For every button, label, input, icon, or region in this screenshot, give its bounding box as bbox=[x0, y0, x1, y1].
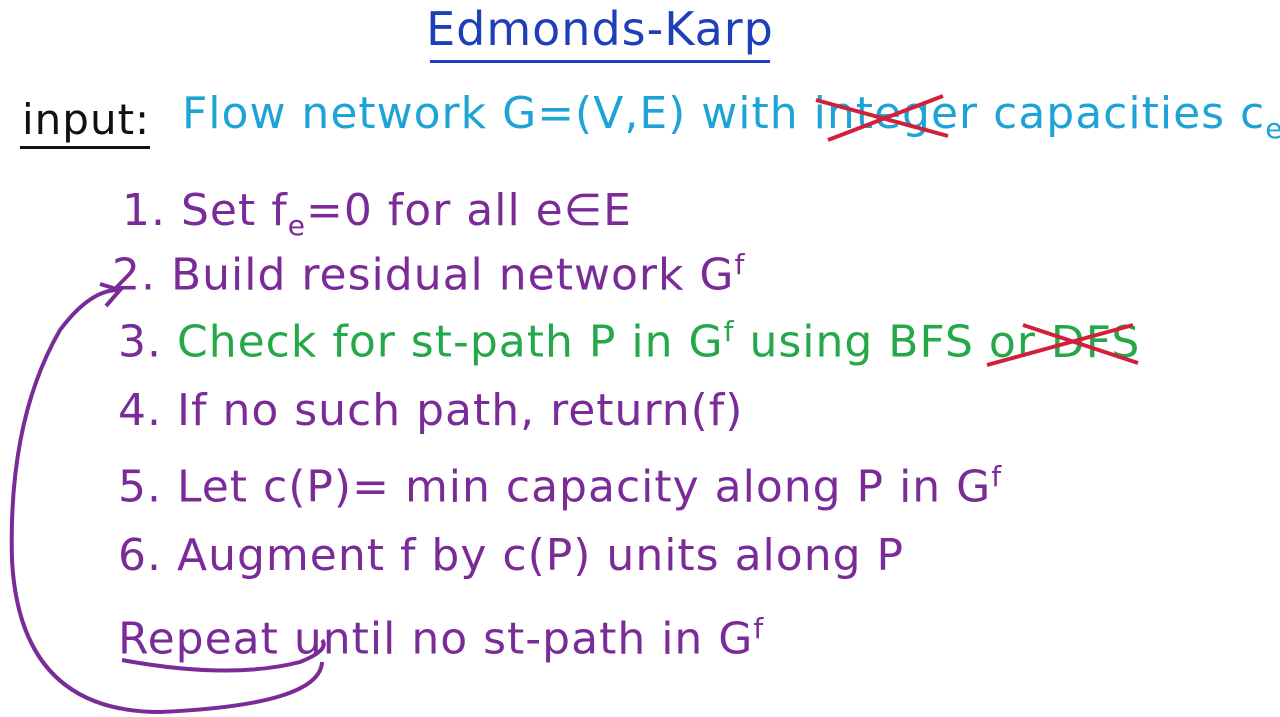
step-number: 5. bbox=[118, 461, 162, 513]
repeat-label: Repeat bbox=[118, 613, 279, 665]
step-number: 1. bbox=[122, 185, 166, 236]
title-underline bbox=[430, 60, 770, 63]
step-text-post: using BFS bbox=[734, 316, 989, 368]
step-text: Check for st-path P in G bbox=[176, 316, 724, 368]
step-number: 4. bbox=[118, 385, 162, 436]
step-text: If no such path, return(f) bbox=[176, 385, 744, 436]
input-description: Flow network G=(V,E) with integer capaci… bbox=[182, 88, 1280, 145]
step-number: 6. bbox=[118, 530, 162, 581]
step-number: 3. bbox=[118, 316, 162, 368]
step-text: Build residual network G bbox=[170, 249, 735, 301]
step-sub: e bbox=[287, 208, 306, 242]
input-subscript: e bbox=[1265, 111, 1280, 145]
step-4: 4. If no such path, return(f) bbox=[118, 385, 743, 436]
step-1: 1. Set fe=0 for all e∈E bbox=[122, 185, 632, 242]
struck-dfs: or DFS bbox=[986, 317, 1140, 368]
input-label: input: bbox=[22, 95, 151, 144]
step-sup: f bbox=[991, 460, 1003, 493]
input-text: Flow network G=(V,E) with bbox=[182, 88, 814, 139]
step-text: Set f bbox=[180, 185, 288, 236]
step-5: 5. Let c(P)= min capacity along P in Gf bbox=[118, 460, 1002, 513]
input-text-after: capacities c bbox=[978, 88, 1266, 139]
step-sup: f bbox=[753, 612, 765, 645]
strike-x-icon bbox=[986, 322, 1139, 367]
input-underline bbox=[20, 146, 150, 149]
step-3: 3. Check for st-path P in Gf using BFS o… bbox=[118, 315, 1140, 368]
step-2: 2. Build residual network Gf bbox=[112, 248, 745, 301]
step-sup: f bbox=[734, 248, 746, 281]
step-text: Augment f by c(P) units along P bbox=[176, 530, 905, 581]
step-sup: f bbox=[723, 315, 735, 348]
struck-integer: integer bbox=[814, 88, 979, 142]
step-text: Let c(P)= min capacity along P in G bbox=[176, 461, 992, 513]
strike-x-icon bbox=[815, 94, 949, 142]
slide-title: Edmonds-Karp bbox=[426, 2, 774, 56]
step-6: 6. Augment f by c(P) units along P bbox=[118, 530, 904, 581]
step-text: until no st-path in G bbox=[278, 613, 754, 665]
repeat-step: Repeat until no st-path in Gf bbox=[118, 612, 764, 665]
step-text-post: =0 for all e∈E bbox=[305, 185, 632, 236]
